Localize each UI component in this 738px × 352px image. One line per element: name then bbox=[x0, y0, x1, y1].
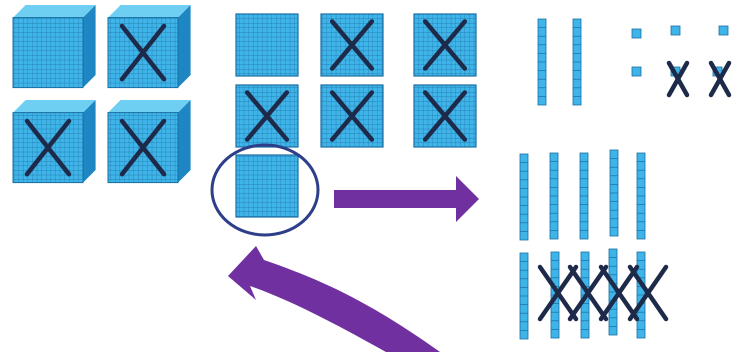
hundreds-group bbox=[210, 13, 477, 237]
cross-mark-icon bbox=[329, 19, 375, 71]
tens-group-before-trade bbox=[537, 18, 582, 106]
thousand-cube-icon bbox=[107, 5, 191, 89]
ten-rod-icon bbox=[537, 18, 547, 106]
ten-rod-icon bbox=[636, 251, 646, 339]
cross-mark-icon bbox=[422, 90, 468, 142]
ones-group bbox=[631, 25, 732, 98]
cross-mark-icon bbox=[329, 90, 375, 142]
cross-mark-icon bbox=[24, 118, 72, 177]
hundred-flat-icon bbox=[235, 13, 299, 77]
hundred-flat-icon bbox=[320, 84, 384, 148]
thousand-cube-icon bbox=[12, 100, 96, 184]
cross-mark-icon bbox=[119, 118, 167, 177]
ten-rod-icon bbox=[609, 149, 619, 237]
ten-rod-icon bbox=[549, 152, 559, 240]
unit-cube-icon bbox=[718, 25, 729, 36]
cross-mark-icon bbox=[567, 264, 609, 322]
cross-mark-icon bbox=[666, 60, 690, 98]
cross-mark-icon bbox=[119, 23, 167, 82]
tens-group-after-trade bbox=[519, 149, 669, 340]
thousand-cube-icon bbox=[107, 100, 191, 184]
trade-arrow-icon bbox=[334, 176, 479, 222]
ten-rod-icon bbox=[519, 252, 529, 340]
hundred-flat-icon bbox=[235, 84, 299, 148]
cross-mark-icon bbox=[537, 264, 579, 322]
unit-cube-icon bbox=[670, 25, 681, 36]
return-curved-arrow-icon bbox=[228, 246, 440, 352]
ten-rod-icon bbox=[579, 152, 589, 240]
unit-cube-icon bbox=[631, 66, 642, 77]
cross-mark-icon bbox=[627, 264, 669, 322]
cross-mark-icon bbox=[598, 264, 640, 322]
regroup-circle-icon bbox=[210, 143, 320, 237]
cross-mark-icon bbox=[244, 90, 290, 142]
cross-mark-icon bbox=[708, 60, 732, 98]
ten-rod-icon bbox=[572, 18, 582, 106]
hundred-flat-icon bbox=[413, 13, 477, 77]
unit-cube-icon bbox=[631, 28, 642, 39]
hundred-flat-icon bbox=[320, 13, 384, 77]
thousands-group bbox=[12, 5, 191, 184]
thousand-cube-icon bbox=[12, 5, 96, 89]
hundred-flat-icon bbox=[413, 84, 477, 148]
hundred-flat-icon bbox=[235, 154, 299, 218]
ten-rod-icon bbox=[636, 152, 646, 240]
ten-rod-icon bbox=[519, 153, 529, 241]
arrows-group bbox=[228, 176, 479, 352]
cross-mark-icon bbox=[422, 19, 468, 71]
